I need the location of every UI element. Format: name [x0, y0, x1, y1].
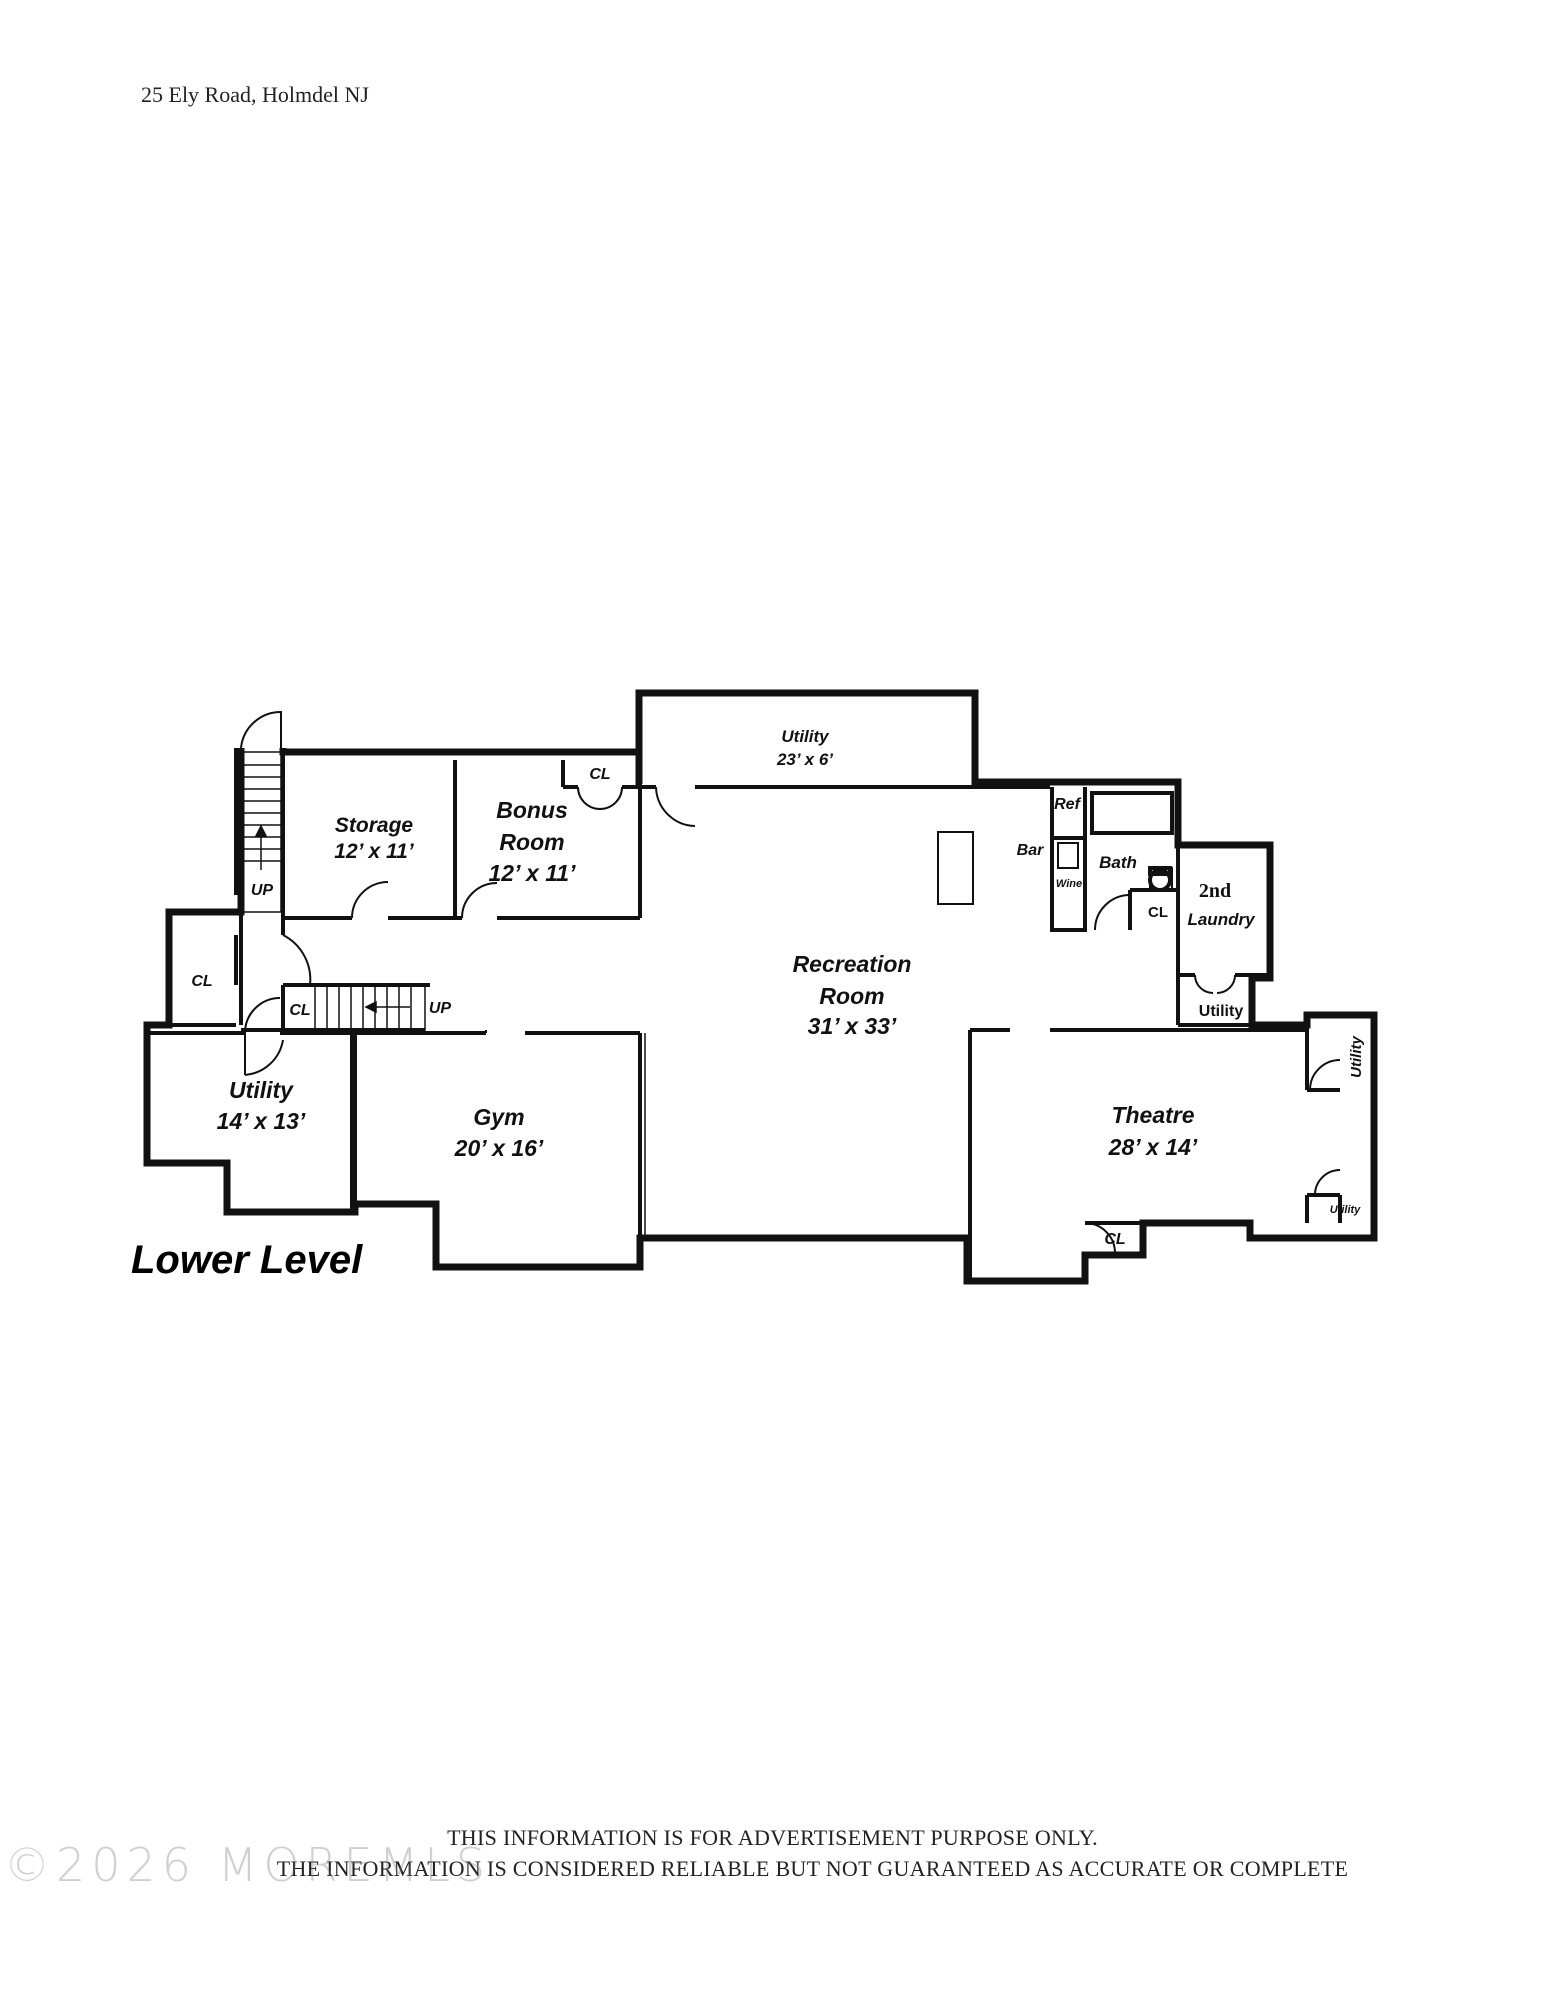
- bonus-room-size: 12’ x 11’: [489, 860, 577, 886]
- bath-cl-label: CL: [1148, 904, 1168, 921]
- disclaimer-line-1: THIS INFORMATION IS FOR ADVERTISEMENT PU…: [447, 1825, 1098, 1850]
- storage-size: 12’ x 11’: [334, 840, 415, 863]
- level-title: Lower Level: [131, 1238, 363, 1282]
- utility-laundry-label: Utility: [1199, 1003, 1244, 1020]
- recreation-room-label-1: Recreation: [793, 951, 912, 977]
- interior-walls: [147, 748, 1342, 1281]
- outer-wall-left-section: [143, 689, 1378, 1285]
- gym-label: Gym: [473, 1104, 524, 1130]
- theatre-label: Theatre: [1111, 1102, 1194, 1128]
- stairs-up-label-2: UP: [429, 1000, 452, 1017]
- bonus-room-label-2: Room: [499, 829, 564, 855]
- storage-label: Storage: [335, 814, 414, 837]
- bar-label: Bar: [1017, 842, 1044, 859]
- utility-theatre-side-label: Utility: [1348, 1036, 1365, 1078]
- copyright-watermark: ©2026 MOREMLS: [4, 1838, 492, 1892]
- recreation-room-label-2: Room: [819, 983, 884, 1009]
- utility-top-label: Utility: [781, 727, 830, 746]
- bonus-room-label-1: Bonus: [496, 797, 568, 823]
- recreation-room-size: 31’ x 33’: [808, 1013, 897, 1039]
- stair-cl-label: CL: [289, 1002, 310, 1019]
- wine-label: Wine: [1056, 878, 1082, 890]
- ref-label: Ref: [1054, 796, 1081, 813]
- door-swings: [240, 710, 1341, 1254]
- stairs: [240, 751, 426, 1031]
- utility-theatre-small-label: Utility: [1330, 1204, 1361, 1216]
- left-cl-label: CL: [191, 973, 212, 990]
- utility-top-size: 23’ x 6’: [776, 750, 833, 769]
- room-labels: Utility 23’ x 6’ Storage 12’ x 11’ Bonus…: [131, 727, 1365, 1282]
- laundry-label-1: 2nd: [1199, 880, 1231, 902]
- theatre-cl-label: CL: [1104, 1231, 1125, 1248]
- theatre-size: 28’ x 14’: [1108, 1134, 1198, 1160]
- laundry-label-2: Laundry: [1187, 910, 1256, 929]
- gym-size: 20’ x 16’: [454, 1135, 544, 1161]
- property-address: 25 Ely Road, Holmdel NJ: [141, 82, 369, 107]
- bonus-cl-label: CL: [589, 766, 610, 783]
- stairs-up-label-1: UP: [251, 882, 274, 899]
- bath-label: Bath: [1099, 853, 1137, 872]
- utility-left-size: 14’ x 13’: [217, 1108, 306, 1134]
- disclaimer-line-2: THE INFORMATION IS CONSIDERED RELIABLE B…: [276, 1856, 1349, 1881]
- utility-left-label: Utility: [229, 1077, 294, 1103]
- kitchen-island: [937, 831, 1173, 905]
- exterior-walls: [143, 689, 1378, 1285]
